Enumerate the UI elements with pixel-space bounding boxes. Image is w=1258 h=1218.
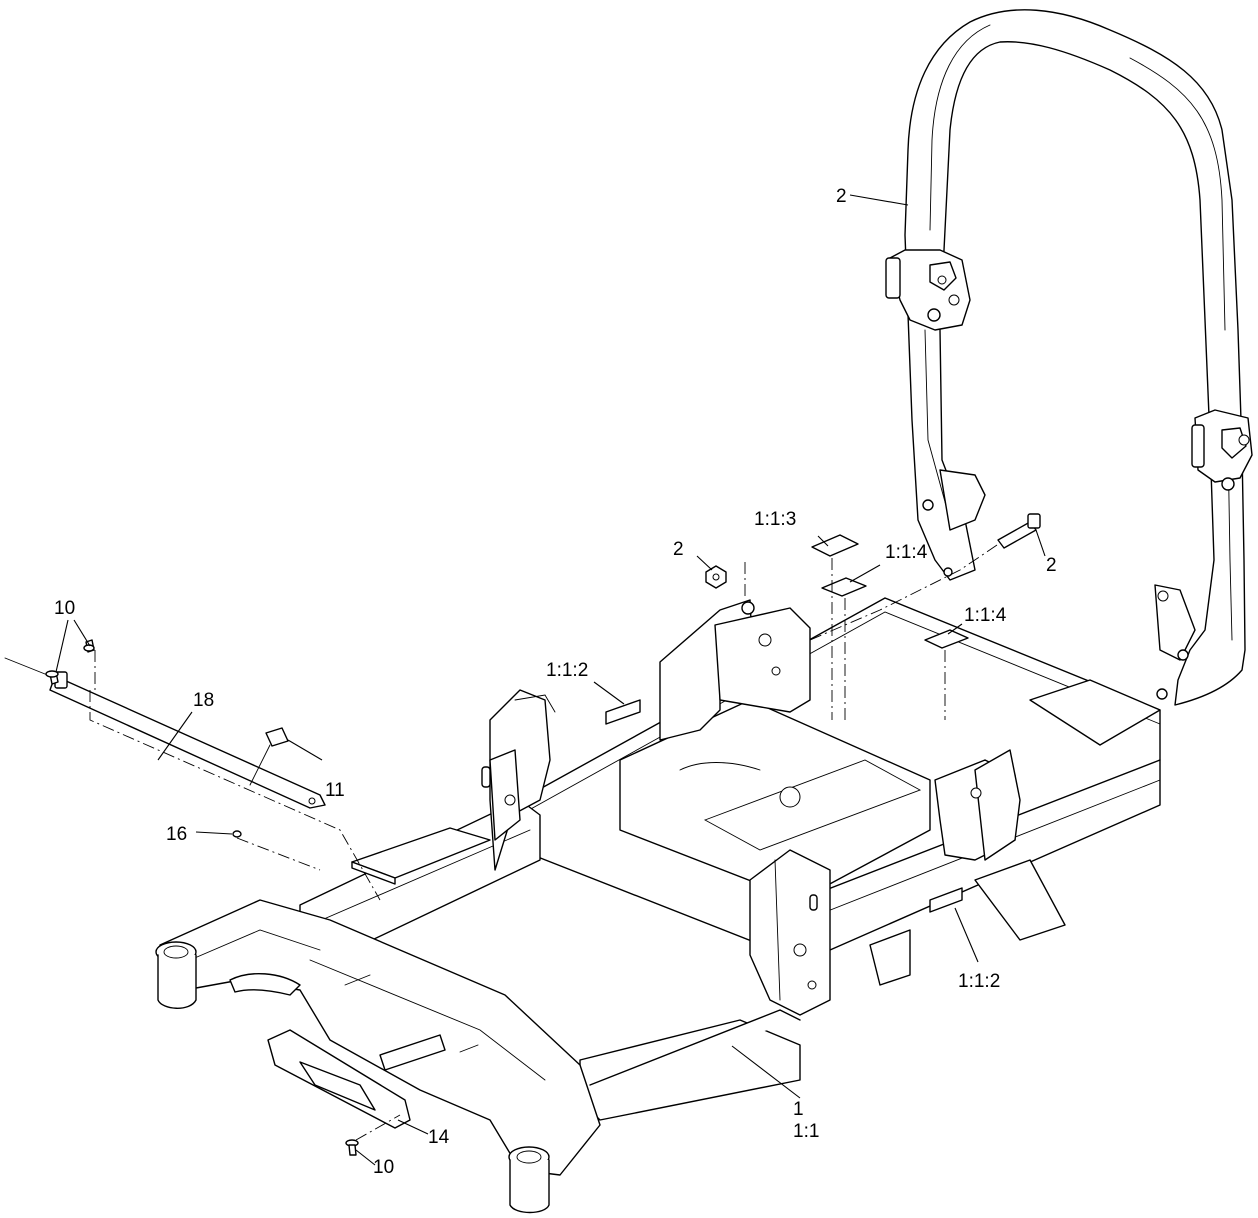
right-rear-tower [934,749,1021,861]
callout-2-nut: 2 [673,539,684,560]
callout-1-1-4-upper: 1:1:4 [885,542,928,563]
callout-1-1-2-right: 1:1:2 [958,971,1000,992]
decals [605,534,969,913]
roll-bar [885,9,1253,706]
callout-1: 1 [793,1099,804,1120]
bracket-14 [267,1029,411,1129]
nut-2 [705,565,727,589]
callout-1-1-4-lower: 1:1:4 [964,605,1007,626]
leader-lines [55,194,1046,1166]
screws-10-top [45,639,95,685]
callout-1-1-2-left: 1:1:2 [546,660,588,681]
callout-labels: 2 2 2 1:1:3 1:1:4 1:1:4 1:1:2 1:1:2 10 1… [54,186,1057,1178]
left-rear-tower [659,599,811,741]
assembly-lines [89,544,998,1141]
tag-11 [249,727,289,786]
right-front-tower [749,849,831,1016]
rear-housing [869,679,1161,986]
left-front-tower [481,689,556,871]
screw-10-bottom [345,1139,359,1156]
callout-10-top: 10 [54,598,75,619]
callout-18: 18 [193,690,214,711]
callout-2-roll-bar: 2 [836,186,847,207]
callout-14: 14 [428,1127,450,1148]
callout-1-1-3: 1:1:3 [754,509,796,530]
callout-2-bolt: 2 [1046,555,1057,576]
callout-10-bottom: 10 [373,1157,394,1178]
seat-plate [351,827,491,885]
callout-11: 11 [325,780,345,801]
callout-1-1-frame: 1:1 [793,1121,819,1142]
callout-16: 16 [166,824,187,845]
cable-part-18 [4,657,326,809]
clip-16 [232,830,242,838]
